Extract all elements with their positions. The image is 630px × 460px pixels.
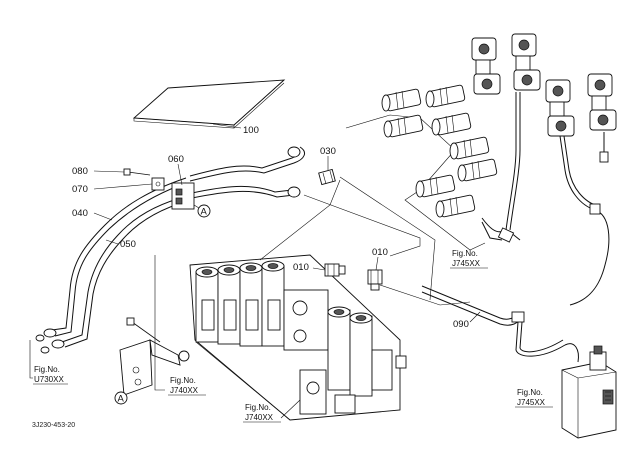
part-090-hose	[421, 285, 579, 363]
callout-100: 100	[243, 125, 259, 136]
mark-a-upper: A	[201, 207, 208, 218]
control-valve-assembly	[189, 254, 407, 421]
valve-spools	[195, 260, 285, 347]
quick-coupler-group	[381, 84, 498, 218]
callout-090: 090	[453, 319, 469, 330]
mark-a-circle-lower	[114, 391, 128, 405]
figref-j745-a: Fig.No. J745XX	[450, 249, 488, 269]
part-040-tube	[51, 177, 187, 337]
mark-a-circle-upper	[197, 204, 211, 218]
part-010-fitting-left	[324, 263, 346, 277]
figref-j740-a: Fig.No. J740XX	[168, 376, 206, 396]
part-030-fitting	[318, 168, 336, 186]
mark-a-lower: A	[118, 394, 125, 405]
head-3	[545, 79, 575, 137]
figref-j745a-line1: Fig.No.	[452, 249, 478, 258]
coupler-8	[435, 194, 476, 218]
coupler-5	[449, 136, 490, 160]
reference-lines	[154, 114, 486, 391]
callout-030: 030	[320, 146, 336, 157]
coupler-3	[425, 84, 466, 108]
coupler-6	[457, 158, 498, 182]
callout-010-left: 010	[293, 262, 309, 273]
figref-j745b-line2: J745XX	[517, 398, 546, 407]
callout-070: 070	[72, 184, 88, 195]
head-4	[587, 73, 617, 131]
coupler-1	[381, 88, 422, 112]
coupler-4	[431, 112, 472, 136]
footer-code: 3J230-453-20	[32, 422, 75, 429]
callout-080: 080	[72, 166, 88, 177]
figref-j740a-line1: Fig.No.	[170, 376, 196, 385]
callout-010-right: 010	[372, 247, 388, 258]
coupler-7	[415, 174, 456, 198]
part-010-fitting-right	[367, 269, 383, 291]
tube-end-fittings	[35, 146, 301, 354]
figref-j740b-line1: Fig.No.	[245, 403, 271, 412]
callout-060: 060	[168, 154, 184, 165]
callout-050: 050	[120, 239, 136, 250]
drain-hoses	[481, 92, 610, 306]
figref-j740a-line2: J740XX	[170, 386, 199, 395]
bracket-lower-left	[119, 317, 190, 396]
part-080-bolt	[123, 168, 151, 176]
figref-u730: Fig.No. U730XX	[29, 340, 68, 385]
part-050-tube	[61, 195, 189, 348]
part-060-clamp	[171, 182, 195, 210]
reservoir-tank	[561, 345, 617, 439]
head-2	[511, 33, 541, 91]
coupler-2	[383, 114, 424, 138]
figref-u730-line1: Fig.No.	[34, 365, 60, 374]
part-070-plate	[151, 177, 165, 191]
figref-u730-line2: U730XX	[34, 375, 64, 384]
figref-j745b-line1: Fig.No.	[517, 388, 543, 397]
head-1	[471, 37, 501, 95]
figref-j745-b: Fig.No. J745XX	[515, 388, 553, 408]
figref-j745a-line2: J745XX	[452, 259, 481, 268]
part-100-sheet	[132, 79, 286, 129]
figref-j740-b: Fig.No. J740XX	[243, 399, 301, 423]
figref-j740b-line2: J740XX	[245, 413, 274, 422]
part-tube-upper-run	[189, 146, 306, 199]
coupler-heads	[471, 33, 617, 137]
callout-040: 040	[72, 208, 88, 219]
